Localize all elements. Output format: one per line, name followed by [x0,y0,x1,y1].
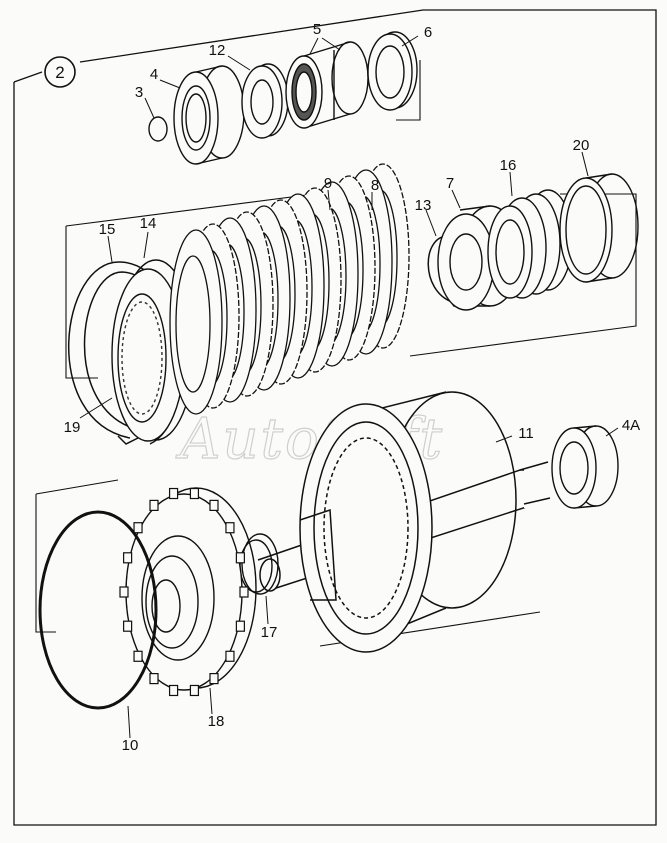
view-number-badge: 2 [44,56,76,88]
callout-19: 19 [64,419,81,436]
part-20-cylinder [559,173,639,283]
callout-17: 17 [261,624,278,641]
leader-lines [79,35,619,739]
flange-tooth [189,487,200,500]
flange-tooth [225,522,235,534]
callout-4: 4 [150,66,158,83]
flange-tooth [123,620,133,632]
part-5-needle-sleeve [285,41,369,129]
callout-16: 16 [500,157,517,174]
part-16-seal-rings [487,189,573,299]
callout-13: 13 [415,197,432,214]
callout-3: 3 [135,84,143,101]
part-6-thrust-washer [367,31,418,111]
part-4-bearing [173,65,245,165]
view-number-text: 2 [55,63,64,82]
callout-11: 11 [518,425,534,442]
callout-20: 20 [573,137,590,154]
part-11-drum-shaft [257,391,551,653]
callout-10: 10 [122,737,139,754]
part-10-o-ring [38,510,158,710]
part-3-snap-ring [148,116,168,142]
flange-tooth [149,673,159,685]
part-4a-bearing [551,425,619,509]
flange-tooth [149,499,159,511]
part-18-flange-teeth [119,487,249,697]
clutch-plate-bore [175,255,211,393]
flange-tooth [235,620,245,632]
callout-12: 12 [209,42,226,59]
flange-tooth [209,673,219,685]
outer-frame [13,9,657,826]
flange-tooth [225,650,235,662]
clutch-plate-stack [169,163,410,415]
callout-15: 15 [99,221,116,238]
callout-8: 8 [371,177,379,194]
callout-18: 18 [208,713,225,730]
flange-tooth [133,522,143,534]
callout-6: 6 [424,24,432,41]
flange-tooth [123,552,133,564]
flange-tooth [209,499,219,511]
callout-7: 7 [446,175,454,192]
flange-tooth [189,684,200,697]
callout-14: 14 [140,215,157,232]
flange-tooth [235,552,245,564]
part-12-washer [241,63,289,139]
callout-4a: 4A [622,417,640,434]
flange-tooth [133,650,143,662]
clutch-plate [169,229,223,415]
flange-tooth [168,684,179,697]
flange-tooth [119,586,129,598]
callout-9: 9 [324,175,332,192]
flange-tooth [168,487,179,500]
flange-tooth [239,586,249,598]
callout-5: 5 [313,21,321,38]
callout-labels: 3 4 12 5 6 9 8 15 14 13 7 16 20 19 11 4A… [64,21,641,754]
